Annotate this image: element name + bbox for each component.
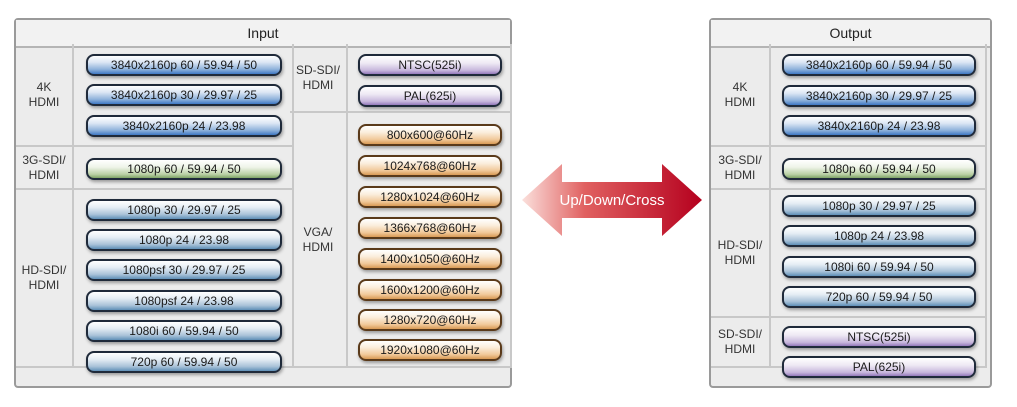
arrow-label: Up/Down/Cross: [559, 192, 664, 209]
format-button[interactable]: 3840x2160p 24 / 23.98: [86, 115, 282, 137]
input-panel: Input 4K HDMI 3840x2160p 60 / 59.94 / 50 3…: [14, 18, 512, 388]
format-button[interactable]: PAL(625i): [782, 356, 976, 378]
group-label: HD-SDI/ HDMI: [16, 190, 74, 368]
group-cell: [74, 147, 294, 190]
format-button[interactable]: 3840x2160p 30 / 29.97 / 25: [782, 85, 976, 107]
group-cell: [771, 44, 987, 147]
format-button[interactable]: 1280x720@60Hz: [358, 309, 502, 331]
format-button[interactable]: 720p 60 / 59.94 / 50: [782, 286, 976, 308]
format-button[interactable]: 1080p 60 / 59.94 / 50: [782, 158, 976, 180]
format-button[interactable]: 1080p 24 / 23.98: [86, 229, 282, 251]
format-button[interactable]: NTSC(525i): [358, 54, 502, 76]
group-label: 3G-SDI/ HDMI: [16, 147, 74, 190]
format-button[interactable]: 1366x768@60Hz: [358, 217, 502, 239]
format-button[interactable]: 800x600@60Hz: [358, 124, 502, 146]
format-button[interactable]: 3840x2160p 60 / 59.94 / 50: [782, 54, 976, 76]
up-down-cross-arrow: Up/Down/Cross: [522, 164, 702, 236]
output-panel: Output 4K HDMI 3840x2160p 60 / 59.94 / 50…: [709, 18, 992, 388]
group-label: SD-SDI/ HDMI: [290, 44, 348, 113]
format-button[interactable]: 1080psf 24 / 23.98: [86, 290, 282, 312]
group-label: 4K HDMI: [711, 44, 771, 147]
format-button[interactable]: 1080p 60 / 59.94 / 50: [86, 158, 282, 180]
group-label: HD-SDI/ HDMI: [711, 190, 771, 318]
format-button[interactable]: 1920x1080@60Hz: [358, 339, 502, 361]
group-label: 3G-SDI/ HDMI: [711, 147, 771, 190]
group-cell: [74, 44, 294, 147]
group-label: SD-SDI/ HDMI: [711, 318, 771, 368]
group-cell: [348, 113, 512, 368]
format-button[interactable]: 1600x1200@60Hz: [358, 279, 502, 301]
output-title: Output: [711, 20, 990, 48]
format-button[interactable]: 1080i 60 / 59.94 / 50: [782, 256, 976, 278]
format-button[interactable]: 3840x2160p 30 / 29.97 / 25: [86, 84, 282, 106]
group-cell: [348, 44, 512, 113]
group-label: VGA/ HDMI: [290, 113, 348, 368]
format-button[interactable]: 1280x1024@60Hz: [358, 186, 502, 208]
group-cell: [771, 147, 987, 190]
format-button[interactable]: 3840x2160p 60 / 59.94 / 50: [86, 54, 282, 76]
format-button[interactable]: 1080p 30 / 29.97 / 25: [86, 199, 282, 221]
format-button[interactable]: 3840x2160p 24 / 23.98: [782, 115, 976, 137]
group-label: 4K HDMI: [16, 44, 74, 147]
input-title: Input: [16, 20, 510, 48]
format-button[interactable]: PAL(625i): [358, 85, 502, 107]
format-button[interactable]: 1080p 30 / 29.97 / 25: [782, 195, 976, 217]
format-button[interactable]: 1080i 60 / 59.94 / 50: [86, 320, 282, 342]
group-cell: [771, 190, 987, 318]
format-button[interactable]: NTSC(525i): [782, 326, 976, 348]
format-button[interactable]: 720p 60 / 59.94 / 50: [86, 351, 282, 373]
format-button[interactable]: 1400x1050@60Hz: [358, 248, 502, 270]
format-button[interactable]: 1080psf 30 / 29.97 / 25: [86, 259, 282, 281]
format-button[interactable]: 1024x768@60Hz: [358, 155, 502, 177]
format-button[interactable]: 1080p 24 / 23.98: [782, 225, 976, 247]
